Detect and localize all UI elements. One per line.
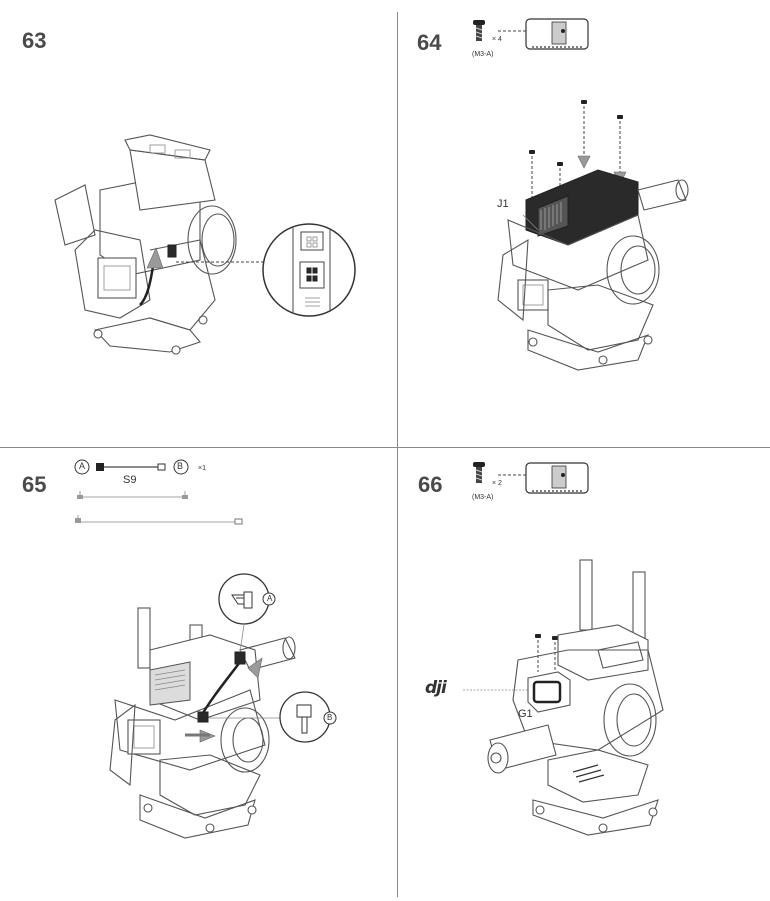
callout-b-label: B (327, 713, 333, 722)
cable-s9-diagram (74, 459, 189, 475)
screw-icon (473, 20, 485, 41)
step-65-illustration (109, 573, 337, 839)
cable-end-b-label: B (177, 461, 184, 471)
step-66-illustration (463, 559, 664, 836)
step-number: 66 (418, 472, 443, 497)
callout-a-label: A (267, 594, 273, 603)
cable-end-a-label: A (79, 461, 86, 471)
screw-size-gauge-icon (498, 18, 589, 50)
connector-label-j1: J1 (497, 198, 509, 210)
vertical-divider (397, 12, 398, 897)
cable-name: S9 (123, 474, 137, 486)
horizontal-divider (0, 447, 770, 448)
cable-length-diagram (75, 491, 243, 525)
screw-quantity: × 4 (492, 36, 502, 43)
dji-logo: dji (425, 678, 447, 698)
screw-size-gauge-icon (498, 462, 589, 494)
screw-quantity: × 2 (492, 480, 502, 487)
part-label-g1: G1 (518, 708, 533, 720)
screw-code: (M3-A) (472, 494, 494, 501)
step-63-illustration (54, 134, 356, 355)
screw-icon (473, 462, 485, 483)
step-number: 64 (417, 30, 442, 55)
cable-quantity: ×1 (198, 465, 206, 472)
screw-code: (M3-A) (472, 51, 494, 58)
step-number: 63 (22, 28, 47, 53)
step-64-illustration (497, 100, 689, 371)
step-number: 65 (22, 472, 47, 497)
